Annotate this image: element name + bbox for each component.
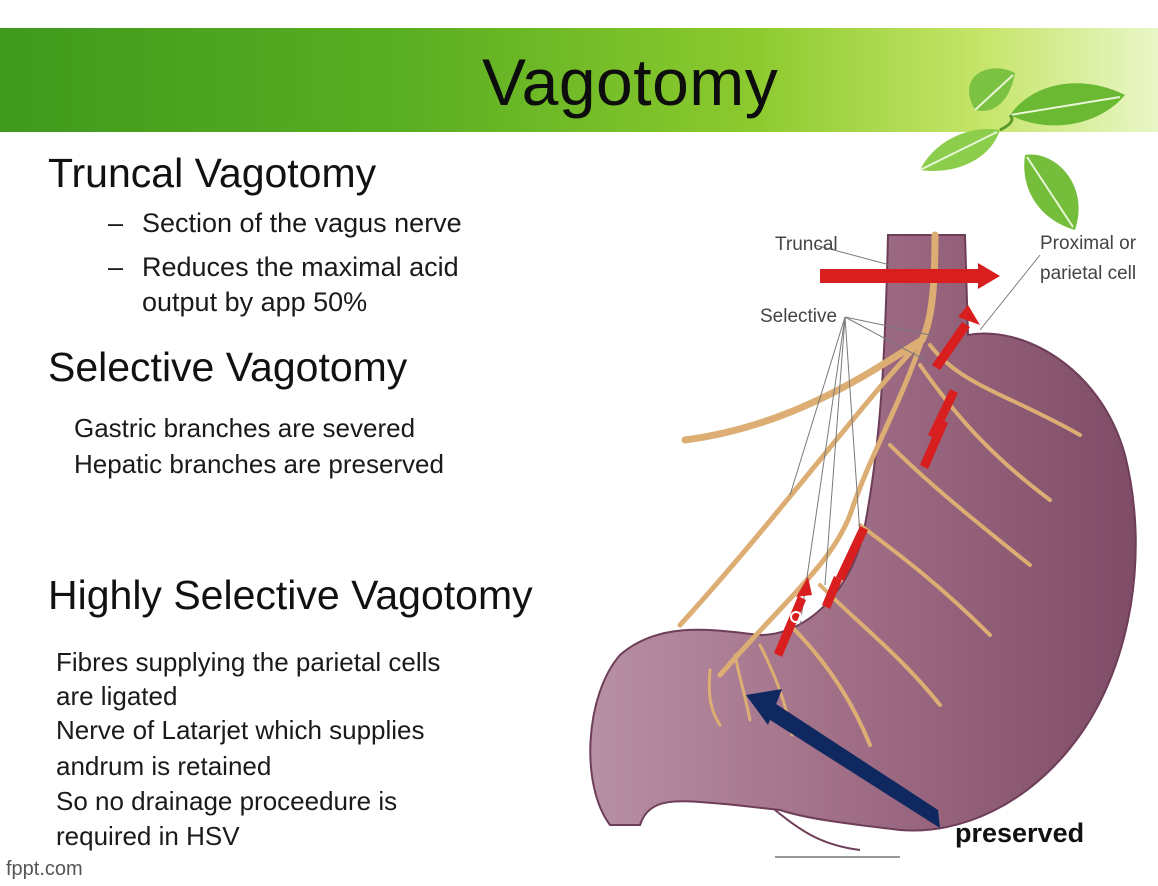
label-truncal: Truncal: [775, 234, 838, 256]
truncal-bullet-1: Section of the vagus nerve: [142, 208, 462, 239]
highly-selective-heading: Highly Selective Vagotomy: [48, 572, 533, 619]
page-title: Vagotomy: [482, 44, 778, 120]
hsv-line-3: Nerve of Latarjet which supplies: [56, 712, 425, 748]
leaf-icon: [920, 129, 1000, 171]
selective-heading: Selective Vagotomy: [48, 344, 407, 391]
hsv-line-4: andrum is retained: [56, 748, 271, 784]
label-proximal-line-1: Proximal or: [1040, 233, 1136, 255]
label-preserved: preserved: [955, 818, 1084, 849]
bullet-dash: –: [108, 252, 123, 283]
truncal-bullet-2-line-1: Reduces the maximal acid: [142, 252, 459, 283]
leaf-icon: [1010, 83, 1125, 125]
leaves-decoration: [915, 55, 1135, 245]
leaf-icon: [1024, 155, 1078, 230]
selective-line-2: Hepatic branches are preserved: [74, 446, 444, 482]
truncal-bullet-2-line-2: output by app 50%: [142, 287, 367, 318]
leaf-icon: [969, 68, 1015, 111]
truncal-heading: Truncal Vagotomy: [48, 150, 376, 197]
stomach-diagram: [560, 225, 1158, 865]
label-proximal-line-2: parietal cell: [1040, 263, 1136, 285]
selective-line-1: Gastric branches are severed: [74, 410, 415, 446]
hsv-line-2: are ligated: [56, 678, 177, 714]
hsv-line-6: required in HSV: [56, 818, 240, 854]
hsv-line-1: Fibres supplying the parietal cells: [56, 644, 440, 680]
label-selective: Selective: [760, 306, 837, 328]
footer-watermark: fppt.com: [6, 858, 83, 881]
hsv-line-5: So no drainage proceedure is: [56, 783, 397, 819]
bullet-dash: –: [108, 208, 123, 239]
